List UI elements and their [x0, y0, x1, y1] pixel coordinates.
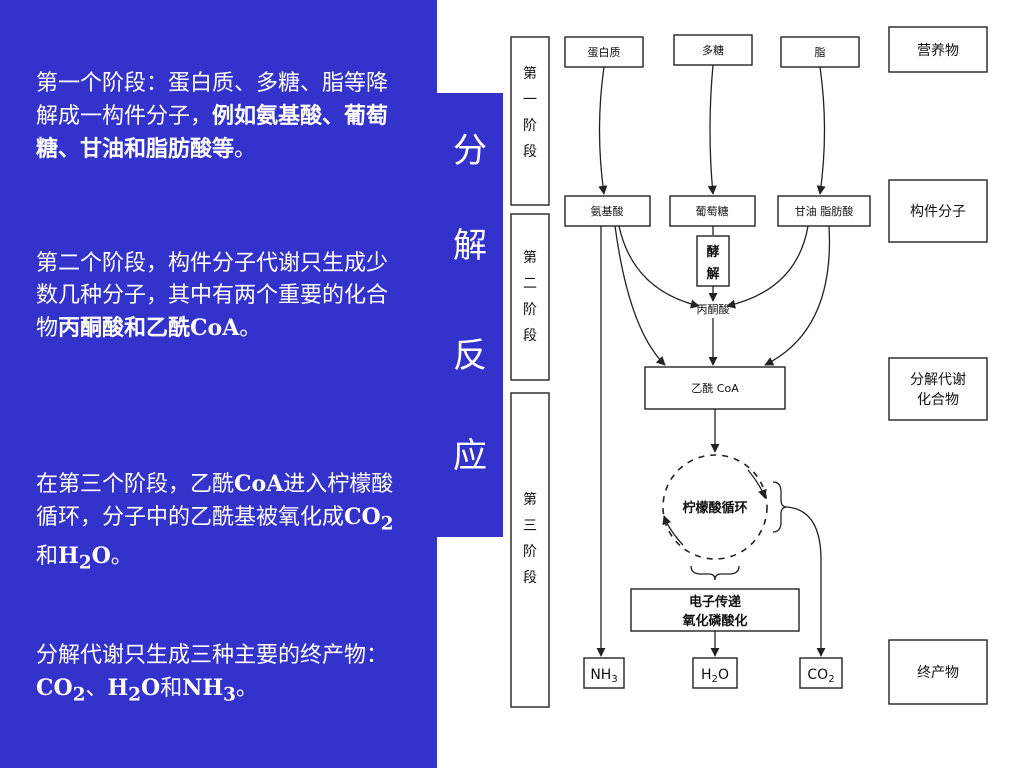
svg-text:柠檬酸循环: 柠檬酸循环	[682, 500, 747, 516]
paragraph-stage-three: 在第三个阶段，乙酰CoA进入柠檬酸循环，分子中的乙酰基被氧化成CO2和H2O。	[36, 471, 394, 574]
svg-text:H2O: H2O	[701, 667, 729, 685]
svg-text:电子传递: 电子传递	[689, 594, 741, 610]
svg-text:NH3: NH3	[590, 667, 617, 685]
svg-text:终产物: 终产物	[917, 665, 959, 681]
svg-text:氨基酸: 氨基酸	[591, 204, 624, 218]
stage-one-period: 。	[234, 137, 257, 162]
stage-three-box: 第 三 阶 段	[510, 392, 550, 708]
end-products-box: 终产物	[888, 639, 988, 705]
h2o-box: H2O	[692, 657, 738, 689]
svg-text:CO2: CO2	[807, 667, 834, 685]
stage-one-text: 第一个阶段：蛋白质、多糖、脂等降解成一构件分子，	[36, 71, 389, 129]
svg-text:一: 一	[523, 92, 537, 108]
svg-text:甘油 脂肪酸: 甘油 脂肪酸	[795, 204, 854, 218]
svg-text:第: 第	[523, 249, 537, 266]
svg-text:二: 二	[523, 276, 537, 292]
building-blocks-box: 构件分子	[888, 179, 988, 243]
svg-text:第: 第	[523, 65, 537, 82]
co2-box: CO2	[799, 657, 843, 689]
svg-text:多糖: 多糖	[702, 43, 724, 57]
pyruvate-label: 丙酮酸	[697, 302, 730, 316]
amino-acid-box: 氨基酸	[564, 195, 651, 227]
glucose-box: 葡萄糖	[669, 195, 756, 227]
svg-text:段: 段	[523, 144, 537, 160]
svg-text:第: 第	[523, 491, 537, 508]
title-char: 反	[453, 336, 487, 376]
stage-one-examples: 例如氨基酸、葡萄糖、甘油和脂肪酸等	[36, 103, 389, 162]
catabolism-diagram: 第 一 阶 段 第 二 阶 段 第 三 阶 段 蛋白质 多糖	[503, 0, 1024, 768]
section-title-tab: 分 解 反 应	[437, 93, 503, 537]
cycle-brace	[772, 481, 788, 533]
svg-text:阶: 阶	[523, 544, 537, 560]
fat-box: 脂	[780, 36, 860, 68]
protein-box: 蛋白质	[564, 36, 644, 68]
title-char: 解	[453, 226, 487, 266]
stage-two-period: 。	[239, 316, 262, 341]
svg-text:营养物: 营养物	[917, 43, 959, 59]
svg-text:阶: 阶	[523, 118, 537, 134]
svg-text:段: 段	[523, 328, 537, 344]
intermediates-box: 分解代谢 化合物	[888, 357, 988, 421]
etc-brace	[690, 565, 740, 581]
electron-transport-box: 电子传递 氧化磷酸化	[630, 588, 800, 632]
svg-text:段: 段	[523, 570, 537, 586]
stage-two-text: 第二个阶段，构件分子代谢只生成少数几种分子，其中有两个重要的化合物	[36, 251, 389, 341]
polysaccharide-box: 多糖	[673, 34, 753, 66]
svg-text:三: 三	[523, 518, 537, 534]
title-char: 应	[453, 436, 487, 476]
svg-text:化合物: 化合物	[917, 392, 959, 408]
stage-two-compounds: 丙酮酸和乙酰CoA	[58, 315, 240, 341]
svg-text:氧化磷酸化: 氧化磷酸化	[681, 613, 747, 629]
svg-text:蛋白质: 蛋白质	[588, 45, 621, 59]
paragraph-stage-one: 第一个阶段：蛋白质、多糖、脂等降解成一构件分子，例如氨基酸、葡萄糖、甘油和脂肪酸…	[36, 68, 396, 166]
svg-text:分解代谢: 分解代谢	[910, 372, 966, 388]
svg-text:葡萄糖: 葡萄糖	[696, 204, 729, 218]
flow-arrows	[596, 64, 831, 657]
svg-text:阶: 阶	[523, 302, 537, 318]
paragraph-stage-two: 第二个阶段，构件分子代谢只生成少数几种分子，其中有两个重要的化合物丙酮酸和乙酰C…	[36, 248, 396, 345]
nh3-box: NH3	[583, 657, 625, 689]
svg-text:酵: 酵	[706, 244, 719, 260]
title-char: 分	[453, 131, 487, 171]
glycerol-fatty-acid-box: 甘油 脂肪酸	[777, 195, 871, 227]
svg-text:构件分子: 构件分子	[910, 204, 966, 220]
glycolysis-box: 酵 解	[696, 235, 730, 287]
text-panel: 第一个阶段：蛋白质、多糖、脂等降解成一构件分子，例如氨基酸、葡萄糖、甘油和脂肪酸…	[0, 0, 437, 768]
svg-text:乙酰 CoA: 乙酰 CoA	[691, 381, 739, 395]
stage-one-box: 第 一 阶 段	[510, 36, 550, 206]
svg-text:解: 解	[705, 266, 719, 282]
paragraph-end-products: 分解代谢只生成三种主要的终产物：CO2、H2O和NH3。	[36, 643, 389, 706]
citric-acid-cycle: 柠檬酸循环	[662, 454, 768, 560]
nutrients-box: 营养物	[888, 26, 988, 73]
stage-two-box: 第 二 阶 段	[510, 213, 550, 381]
svg-text:脂: 脂	[815, 45, 826, 59]
acetyl-coa-box: 乙酰 CoA	[644, 366, 786, 410]
